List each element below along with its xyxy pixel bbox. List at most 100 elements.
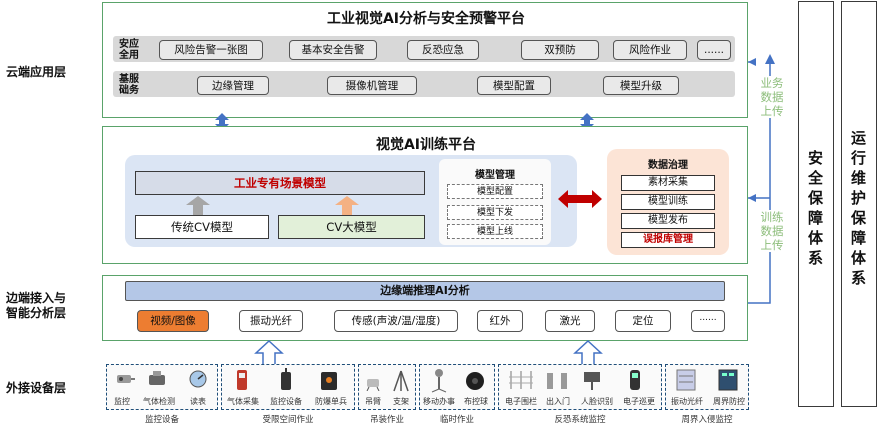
device-group-caption: 受限空间作业 — [262, 415, 314, 425]
training-upload-label-3: 上传 — [760, 238, 784, 252]
camera-icon — [117, 375, 135, 383]
device-group-confined-space: 气体采集 监控设备 防爆单兵 — [221, 364, 355, 410]
edge-platform-panel: 边缘端推理AI分析 视频/图像 振动光纤 传感(声波/温/湿度) 红外 激光 定… — [102, 275, 748, 341]
layer-label-edge-line2: 智能分析层 — [6, 306, 67, 320]
security-char: 安 — [807, 149, 823, 167]
device-caption: 周界防控 — [713, 397, 745, 406]
security-char: 体 — [807, 229, 823, 247]
training-upload-label-1: 训练 — [760, 210, 784, 224]
service-chip-edge-mgmt[interactable]: 边缘管理 — [197, 76, 269, 95]
device-caption: 布控球 — [464, 397, 488, 406]
edge-inference-bar: 边缘端推理AI分析 — [125, 281, 725, 301]
edge-input-video[interactable]: 视频/图像 — [137, 310, 209, 332]
device-caption: 吊臂 — [365, 397, 381, 406]
app-row-label: 安应 全用 — [119, 39, 139, 61]
app-chip-basic-alarm[interactable]: 基本安全告警 — [289, 40, 377, 60]
device-caption: 监控 — [114, 397, 130, 406]
cloud-platform-title: 工业视觉AI分析与安全预警平台 — [326, 11, 526, 27]
face-recognition-icon — [584, 372, 600, 390]
device-group-anti-terror: 电子围栏 出入门 人脸识别 电子巡更 — [498, 364, 662, 410]
business-upload-label-2: 数据 — [760, 90, 784, 104]
layer-label-edge-line1: 边端接入与 — [6, 291, 67, 305]
edge-input-infrared[interactable]: 红外 — [477, 310, 523, 332]
service-chip-model-config[interactable]: 模型配置 — [477, 76, 551, 95]
device-caption: 防爆单兵 — [315, 397, 347, 406]
device-caption: 气体采集 — [227, 397, 259, 406]
security-guarantee-column: 安 全 保 障 体 系 — [798, 1, 834, 407]
layer-label-cloud: 云端应用层 — [6, 65, 67, 79]
training-upload-label: 训练 数据 上传 — [756, 210, 788, 252]
business-upload-label: 业务 数据 上传 — [756, 76, 788, 118]
electric-fence-icon — [509, 371, 533, 389]
data-gov-item-false-alarm[interactable]: 误报库管理 — [621, 232, 715, 248]
tripod-icon — [393, 370, 409, 392]
edge-input-laser[interactable]: 激光 — [545, 310, 595, 332]
edge-input-sensors[interactable]: 传感(声波/温/湿度) — [334, 310, 458, 332]
gas-detector-icon — [149, 371, 165, 385]
security-char: 障 — [807, 209, 823, 227]
service-chip-camera-mgmt[interactable]: 摄像机管理 — [327, 76, 417, 95]
gate-icon — [547, 373, 567, 389]
layer-label-device: 外接设备层 — [6, 381, 67, 395]
app-chip-more[interactable]: ...... — [697, 40, 731, 60]
model-mgmt-item-config[interactable]: 模型配置 — [447, 184, 543, 199]
operation-char: 体 — [850, 249, 866, 267]
device-group-monitor: 监控 气体检测 读表 — [106, 364, 218, 410]
app-row-label-1: 安应 — [119, 39, 139, 50]
cv-large-model-box: CV大模型 — [278, 215, 425, 239]
meter-reader-icon — [189, 370, 207, 388]
operation-char: 维 — [850, 169, 866, 187]
monitor-device-icon — [281, 368, 291, 390]
edge-input-positioning[interactable]: 定位 — [615, 310, 671, 332]
device-caption: 移动办事 — [423, 397, 455, 406]
device-group-caption: 监控设备 — [144, 415, 179, 425]
device-caption: 气体检测 — [143, 397, 175, 406]
app-chip-risk-map[interactable]: 风险告警一张图 — [159, 40, 263, 60]
device-caption: 支架 — [393, 397, 409, 406]
traditional-cv-model-box: 传统CV模型 — [135, 215, 269, 239]
bidirectional-arrow-icon — [558, 190, 602, 208]
device-group-caption: 吊装作业 — [369, 415, 404, 425]
data-gov-item-collect[interactable]: 素材采集 — [621, 175, 715, 191]
upload-arrow-icon — [573, 340, 603, 366]
vibration-fiber-icon — [676, 369, 696, 391]
scene-model-box: 工业专有场景模型 — [135, 171, 425, 195]
explosion-proof-unit-icon — [321, 372, 337, 390]
operation-char: 障 — [850, 229, 866, 247]
model-mgmt-title: 模型管理 — [475, 170, 515, 181]
security-char: 系 — [807, 249, 823, 267]
device-caption: 振动光纤 — [671, 397, 703, 406]
operation-char: 护 — [850, 189, 866, 207]
service-row-label-2: 础务 — [119, 85, 139, 96]
model-mgmt-item-dispatch[interactable]: 模型下发 — [447, 205, 543, 220]
device-caption: 监控设备 — [270, 397, 302, 406]
mobile-station-icon — [431, 369, 447, 393]
operation-guarantee-text: 运 行 维 护 保 障 体 系 — [842, 128, 875, 288]
cloud-platform-panel: 工业视觉AI分析与安全预警平台 安应 全用 风险告警一张图 基本安全告警 反恐应… — [102, 2, 748, 118]
device-caption: 读表 — [190, 397, 206, 406]
device-group-lifting: 吊臂 支架 — [358, 364, 416, 410]
device-caption: 人脸识别 — [581, 397, 613, 406]
data-gov-item-train[interactable]: 模型训练 — [621, 194, 715, 210]
edge-input-more[interactable]: ...... — [691, 310, 725, 332]
data-gov-item-release[interactable]: 模型发布 — [621, 213, 715, 229]
app-chip-anti-terror[interactable]: 反恐应急 — [407, 40, 479, 60]
upload-flow-lines — [748, 54, 775, 304]
edge-input-vibration-fiber[interactable]: 振动光纤 — [239, 310, 303, 332]
training-platform-title: 视觉AI训练平台 — [375, 137, 477, 153]
model-mgmt-item-online[interactable]: 模型上线 — [447, 224, 543, 239]
patrol-device-icon — [630, 370, 640, 390]
device-caption: 出入门 — [546, 397, 570, 406]
device-group-caption: 反恐系统监控 — [554, 415, 606, 425]
data-gov-title: 数据治理 — [648, 160, 688, 171]
crane-arm-icon — [366, 379, 380, 391]
dome-camera-icon — [466, 372, 484, 390]
device-group-caption: 周界入侵监控 — [681, 415, 733, 425]
app-chip-risk-work[interactable]: 风险作业 — [613, 40, 687, 60]
service-chip-model-upgrade[interactable]: 模型升级 — [603, 76, 679, 95]
device-caption: 电子围栏 — [505, 397, 537, 406]
security-char: 保 — [807, 189, 823, 207]
perimeter-control-icon — [718, 369, 738, 391]
app-chip-double-prevention[interactable]: 双预防 — [521, 40, 599, 60]
training-upload-label-2: 数据 — [760, 224, 784, 238]
